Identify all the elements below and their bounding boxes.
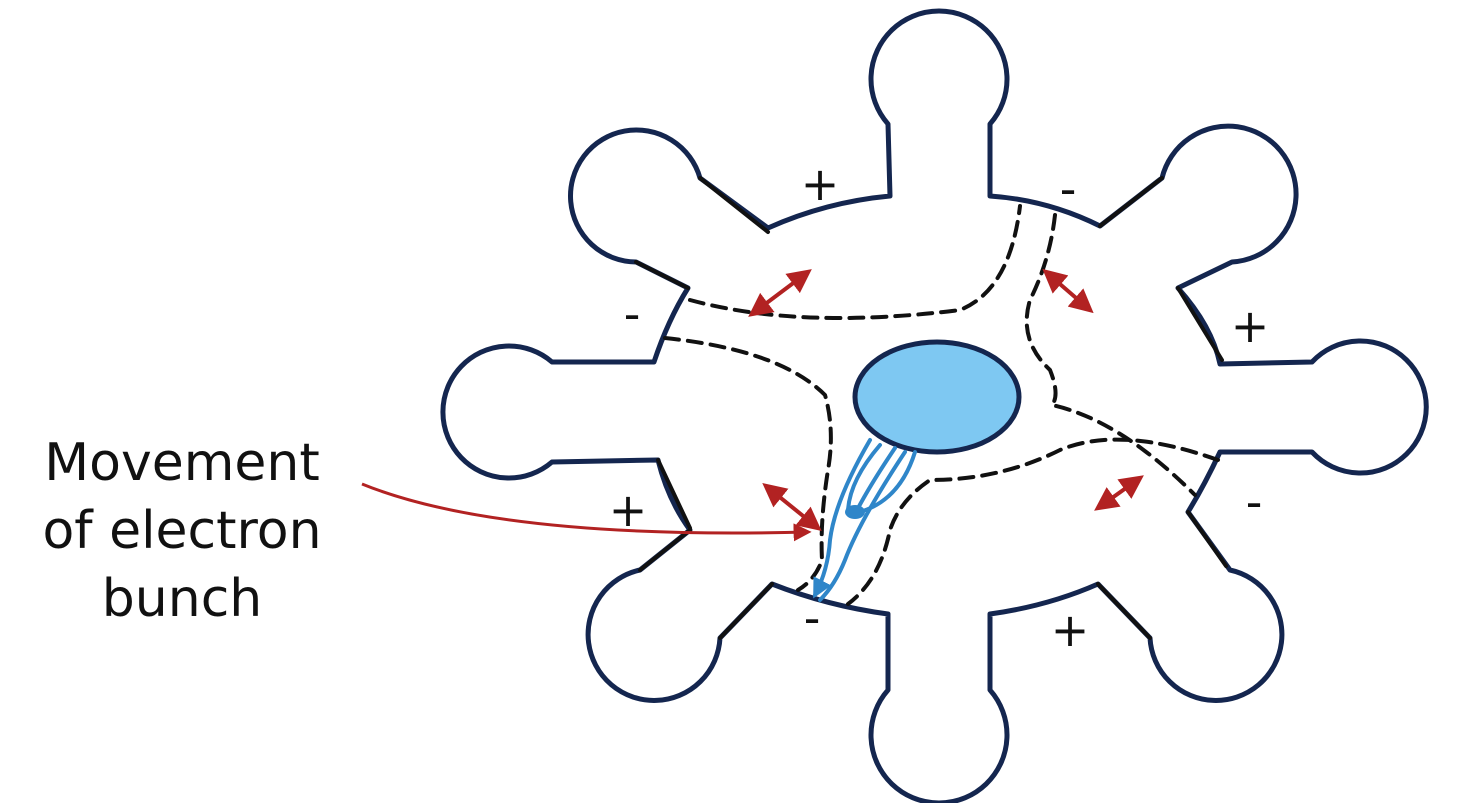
field-line-left <box>663 336 833 592</box>
force-arrow-lower-left <box>762 482 822 532</box>
label-line-2: of electron <box>42 501 321 561</box>
sign-left: - <box>624 287 641 341</box>
electron-stream-1 <box>846 443 882 512</box>
electron-stream-4 <box>813 438 872 599</box>
cathode <box>852 339 1022 455</box>
conductor-edges <box>634 176 1228 640</box>
field-line-right-lower <box>846 437 1220 606</box>
field-lines <box>663 204 1220 606</box>
electron-bunch-head <box>845 505 865 519</box>
force-arrow-lower-right <box>1094 475 1144 511</box>
electron-bunch <box>813 438 917 602</box>
force-arrow-top-right <box>1042 268 1094 314</box>
force-arrows <box>748 268 1144 532</box>
sign-upper-left: + <box>801 157 840 211</box>
sign-right: + <box>1231 299 1270 353</box>
sign-lower-left: + <box>609 483 648 537</box>
sign-bottom: - <box>804 591 821 645</box>
polarity-signs: + - - + + - - + <box>609 157 1270 657</box>
electron-stream-5 <box>818 450 907 602</box>
field-line-top <box>688 204 1022 320</box>
label-line-1: Movement <box>44 433 319 493</box>
cavity-outline <box>440 8 1429 803</box>
movement-label: Movement of electron bunch <box>42 433 321 629</box>
sign-upper-right: - <box>1060 162 1077 216</box>
sign-bottom-right: + <box>1051 603 1090 657</box>
field-line-right-upper <box>1024 213 1197 497</box>
sign-lower-right: - <box>1246 475 1263 529</box>
force-arrow-top-left <box>748 269 812 317</box>
label-line-3: bunch <box>102 569 262 629</box>
callout-arrow <box>361 482 812 542</box>
